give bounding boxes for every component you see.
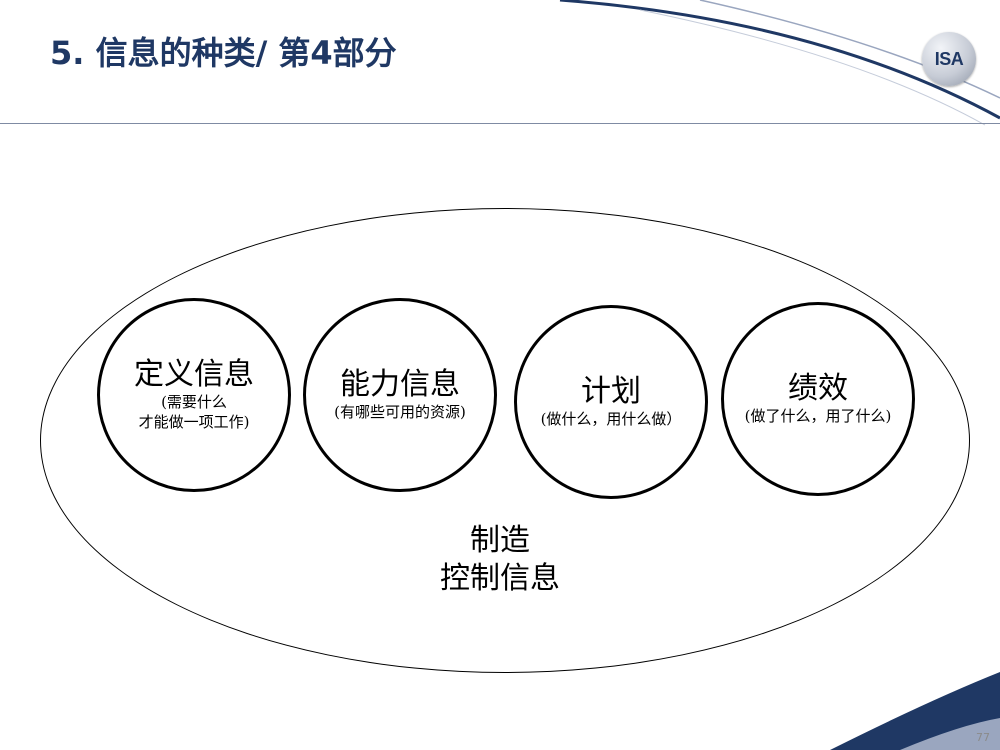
circle-title: 能力信息 [340, 366, 460, 402]
manufacturing-control-ellipse [40, 208, 970, 673]
header-divider [0, 123, 1000, 124]
circle-title: 定义信息 [134, 356, 254, 392]
center-label-line2: 控制信息 [440, 560, 560, 596]
logo-text: ISA [934, 48, 964, 69]
circle-title: 计划 [581, 373, 641, 409]
center-label-line1: 制造 [470, 523, 530, 558]
circle-performance: 绩效 (做了什么，用了什么) [721, 302, 915, 496]
circle-schedule: 计划 (做什么，用什么做） [514, 305, 708, 499]
circle-subtitle: 才能做一项工作) [138, 413, 250, 432]
circle-title: 绩效 [788, 370, 848, 406]
circle-subtitle: (做什么，用什么做） [540, 410, 682, 429]
page-number: 77 [976, 731, 990, 744]
circle-capability-info: 能力信息 (有哪些可用的资源) [303, 298, 497, 492]
circle-subtitle: (做了什么，用了什么) [744, 407, 892, 426]
isa-logo: ISA [922, 32, 976, 86]
circle-definition-info: 定义信息 (需要什么 才能做一项工作) [97, 298, 291, 492]
slide-title: 5. 信息的种类/ 第4部分 [50, 34, 397, 72]
manufacturing-control-label: 制造 控制信息 [400, 522, 600, 597]
circle-subtitle: (需要什么 [161, 393, 227, 411]
circle-subtitle: (有哪些可用的资源) [334, 403, 466, 422]
